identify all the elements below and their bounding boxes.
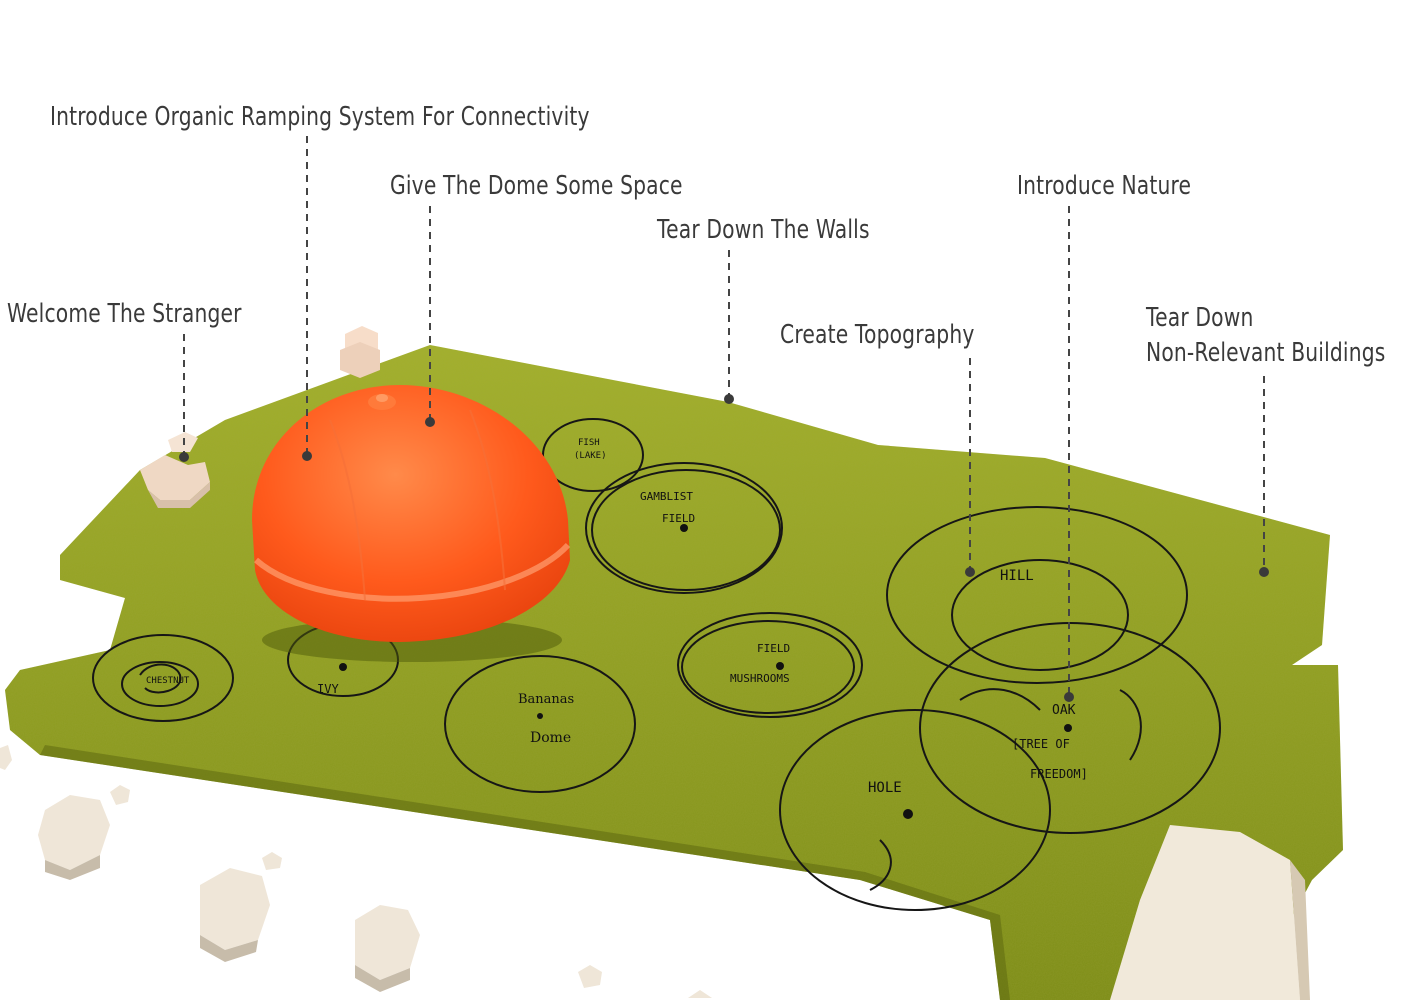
sketch-circles (92, 418, 1221, 911)
hole-dot (903, 809, 913, 819)
scribble (139, 663, 182, 694)
tree-label-1: [TREE OF (1012, 737, 1070, 751)
dome-body (252, 385, 570, 642)
mushroom-field-circle-2 (681, 620, 855, 714)
mushroom-dot (776, 662, 784, 670)
oak-dot (1064, 724, 1072, 732)
tree-label-2: FREEDOM] (1030, 767, 1088, 781)
sketch-labels: FISH (LAKE) GAMBLIST FIELD HILL CHESTNUT… (146, 438, 1088, 796)
annotation-dome-space: Give The Dome Some Space (390, 171, 683, 201)
building-small-5 (688, 990, 712, 998)
annotation-topography: Create Topography (780, 320, 975, 350)
dome-rib (329, 409, 506, 601)
endpoint-topography (965, 567, 975, 577)
building-small-2 (262, 852, 282, 870)
building-small-4 (0, 745, 12, 770)
sketch-dots (339, 524, 1072, 819)
gambling-label: GAMBLIST (640, 490, 693, 503)
leader-endpoints (179, 394, 1269, 702)
endpoint-dome (425, 417, 435, 427)
gambling-field-circle (585, 462, 783, 594)
building-small-1 (110, 785, 130, 805)
ivy-dot (339, 663, 347, 671)
gambling-dot (680, 524, 688, 532)
fish-label: FISH (578, 438, 600, 448)
banana-dome-circle (444, 655, 636, 793)
leader-lines (183, 136, 1265, 694)
dome-model (252, 385, 571, 662)
field-label: FIELD (757, 642, 790, 655)
field-top-label: FIELD (662, 512, 695, 525)
hole-label: HOLE (868, 780, 902, 796)
banana-dot (537, 713, 543, 719)
endpoint-teardown (1259, 567, 1269, 577)
annotation-teardown-line2: Non-Relevant Buildings (1146, 338, 1386, 368)
building-bl-3 (355, 905, 420, 992)
fish-sub-label: (LAKE) (574, 451, 607, 461)
surrounding-buildings (0, 326, 1310, 1000)
building-br (1110, 825, 1310, 1000)
grass-edge (40, 745, 1010, 1000)
endpoint-stranger (179, 452, 189, 462)
oak-label: OAK (1052, 703, 1076, 718)
chestnut-label: CHESTNUT (146, 676, 190, 686)
scribble-2 (869, 688, 1142, 891)
dome-band (254, 542, 571, 602)
dome-cupola-top (376, 394, 388, 402)
endpoint-ramping (302, 451, 312, 461)
hill-outer-circle (886, 506, 1188, 684)
annotation-nature: Introduce Nature (1017, 171, 1192, 201)
gambling-field-circle-2 (591, 469, 781, 591)
endpoint-nature (1064, 692, 1074, 702)
ivy-label: IVY (317, 682, 339, 696)
hill-inner-circle (951, 559, 1129, 671)
building-small-3 (578, 965, 602, 988)
chestnut-inner (121, 661, 199, 707)
chestnut-circle (92, 634, 234, 722)
building-bl-2 (200, 868, 270, 962)
hill-label: HILL (1000, 568, 1034, 584)
building-bl-1 (38, 795, 110, 880)
bananas-label: Bananas (518, 692, 574, 707)
mushrooms-label: MUSHROOMS (730, 672, 790, 685)
building-top (340, 326, 380, 378)
annotation-ramping: Introduce Organic Ramping System For Con… (50, 102, 590, 132)
dome-label: Dome (530, 730, 571, 746)
mushroom-field-circle (677, 612, 863, 718)
lake-circle (542, 418, 644, 492)
endpoint-walls (724, 394, 734, 404)
annotation-teardown-line1: Tear Down (1146, 303, 1254, 333)
annotation-stranger: Welcome The Stranger (7, 299, 242, 329)
annotation-walls: Tear Down The Walls (657, 215, 870, 245)
hole-circle (779, 709, 1051, 911)
